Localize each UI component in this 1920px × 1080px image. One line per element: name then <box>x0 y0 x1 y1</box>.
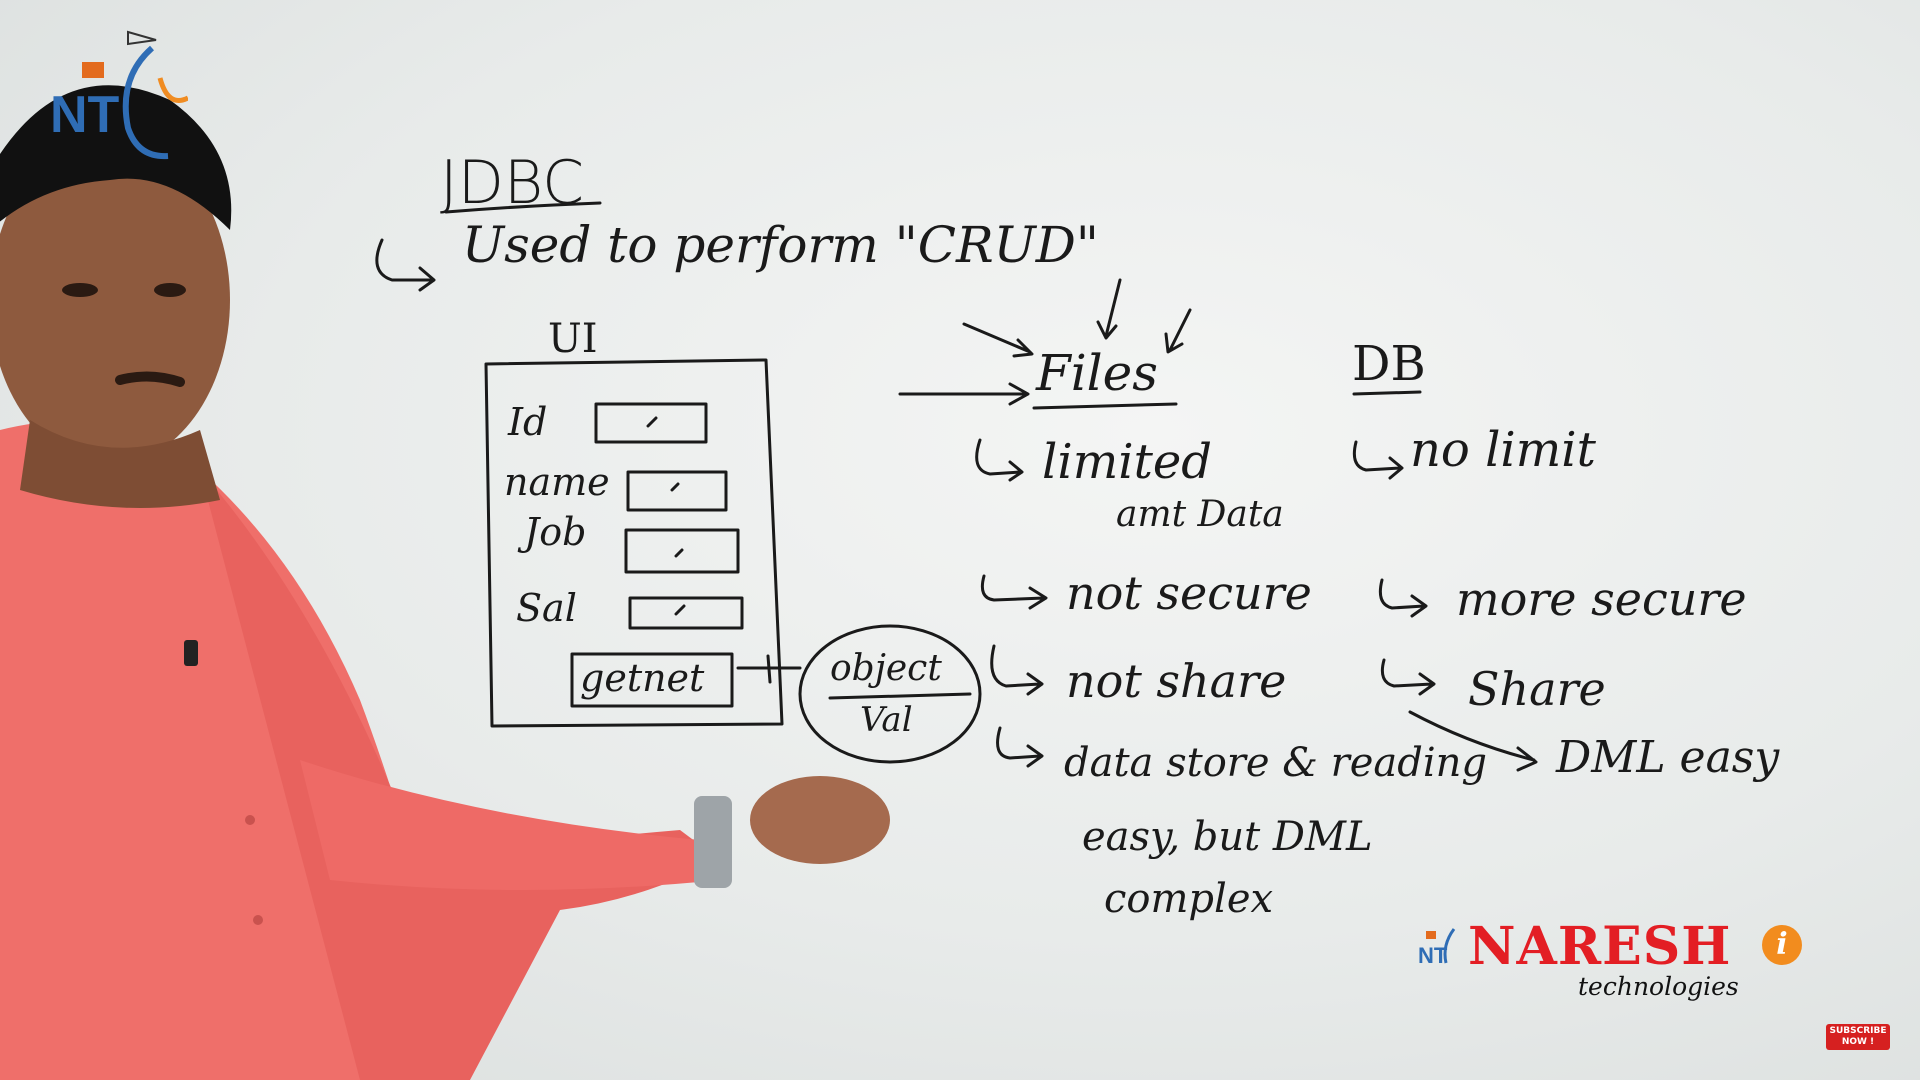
files-point-easy-but-dml: easy, but DML <box>1082 814 1373 860</box>
object-label: object <box>830 648 942 689</box>
job-input-box <box>624 528 740 574</box>
name-input-box <box>626 470 728 512</box>
files-point-not-secure: not secure <box>1066 566 1312 620</box>
object-circle <box>798 624 982 764</box>
crud-line: Used to perform "CRUD" <box>462 216 1099 274</box>
object-sublabel: Val <box>860 700 913 740</box>
db-heading: DB <box>1352 336 1426 392</box>
presenter-hair <box>0 85 232 230</box>
files-point-amt-data: amt Data <box>1116 494 1284 535</box>
db-point-share: Share <box>1468 662 1606 716</box>
svg-text:NT: NT <box>1418 943 1448 968</box>
getnet-button-label: getnet <box>580 656 705 700</box>
presenter-arm <box>300 760 720 890</box>
naresh-brand: NT NARESH i technologies <box>1418 915 1818 1005</box>
id-input-box <box>594 402 708 444</box>
field-label-sal: Sal <box>516 586 577 630</box>
ui-form-box <box>484 358 784 728</box>
files-point-limited: limited <box>1042 434 1212 490</box>
sal-input-box <box>628 596 744 630</box>
db-underline <box>1352 390 1422 396</box>
files-point-complex: complex <box>1104 876 1274 922</box>
files-arrow-top-right <box>1164 308 1192 354</box>
svg-text:NT: NT <box>50 86 120 144</box>
subscribe-button[interactable]: SUBSCRIBE NOW ! <box>1826 1024 1890 1050</box>
files-point-not-share: not share <box>1066 654 1287 708</box>
db-point-dml-easy: DML easy <box>1556 732 1780 783</box>
crud-hook-arrow <box>375 238 436 292</box>
brand-tagline: technologies <box>1578 972 1739 1001</box>
files-underline <box>1032 402 1178 410</box>
db-point-more-secure: more secure <box>1456 572 1747 626</box>
field-label-name: name <box>504 460 610 504</box>
button-to-object-arrow <box>736 654 802 684</box>
board-title: JDBC <box>440 148 585 218</box>
getnet-button-box <box>570 652 734 708</box>
share-to-dml-arrow <box>1408 710 1538 772</box>
files-arrow-top-left <box>962 322 1034 358</box>
title-underline <box>444 201 602 214</box>
subscribe-now-label: NOW ! <box>1841 1037 1875 1047</box>
field-label-job: Job <box>524 510 587 554</box>
brand-i-badge: i <box>1762 925 1802 965</box>
brand-name: NARESH <box>1468 916 1732 977</box>
db-point-no-limit: no limit <box>1410 422 1596 478</box>
files-arrow-left <box>898 382 1030 406</box>
subscribe-label: SUBSCRIBE <box>1829 1026 1887 1036</box>
files-arrow-top <box>1096 278 1122 340</box>
ui-label: UI <box>548 316 598 362</box>
files-point-data-store: data store & reading <box>1064 740 1488 786</box>
files-heading: Files <box>1036 344 1158 402</box>
presenter-watch <box>694 796 732 888</box>
presenter-hand <box>750 776 890 864</box>
nt-small-logo-icon: NT <box>1418 928 1456 968</box>
nt-logo-icon: NT <box>50 30 188 160</box>
field-label-id: Id <box>508 400 548 444</box>
